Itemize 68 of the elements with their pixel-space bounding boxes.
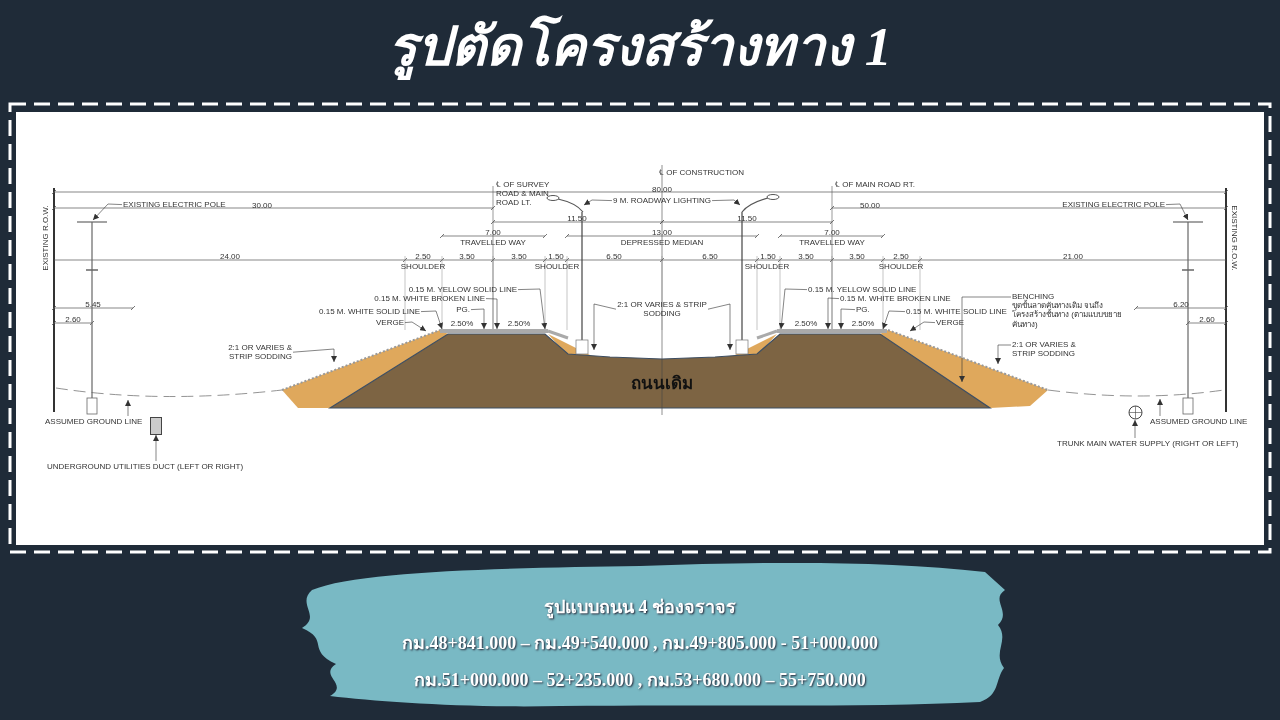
water-pipe-icon [1128,405,1143,420]
dimension-label: 21.00 [1063,252,1083,262]
caption-text: รูปแบบถนน 4 ช่องจราจร [544,596,736,621]
callout-text: EXISTING ELECTRIC POLE [123,200,226,210]
dimension-label: 7.00 [824,228,840,238]
callout-text: ASSUMED GROUND LINE [1150,417,1248,427]
dimension-label: 2.60 [65,315,81,325]
callout-text: 0.15 M. YELLOW SOLID LINE [808,285,917,295]
callout-text: EXISTING ELECTRIC POLE [1062,200,1165,210]
dimension-label: 2.50 [893,252,909,262]
lamp-drawing [546,194,584,212]
callout-text: 0.15 M. WHITE BROKEN LINE [374,294,485,304]
callout-text: VERGE [376,318,404,328]
slope-label: 2.50% [794,319,818,329]
dimension-label: 1.50 [548,252,564,262]
dimension-label: 3.50 [849,252,865,262]
dimension-label: 50.00 [860,201,880,211]
callout-text: VERGE [936,318,964,328]
dimension-label: 6.20 [1173,300,1189,310]
slope-label: 2.50% [450,319,474,329]
annotation-label: TRAVELLED WAY [460,238,526,248]
area-label: ถนนเดิม [631,374,693,394]
callout-text: UNDERGROUND UTILITIES DUCT (LEFT OR RIGHT) [47,462,244,472]
duct-icon [150,417,162,435]
caption-text: กม.48+841.000 – กม.49+540.000 , กม.49+805.000 - 51+000.000 [402,632,878,655]
dimension-label: 24.00 [220,252,240,262]
annotation-label: SHOULDER [400,262,446,272]
callout-text: 0.15 M. WHITE SOLID LINE [319,307,420,317]
callout-text: 0.15 M. WHITE BROKEN LINE [840,294,951,304]
slope-label: 2.50% [507,319,531,329]
dimension-label: 30.00 [252,201,272,211]
dimension-label: 2.60 [1199,315,1215,325]
dimension-label: 80.00 [652,185,672,195]
annotation-label: TRAVELLED WAY [799,238,865,248]
annotation-label: SHOULDER [744,262,790,272]
callout-text: 2:1 OR VARIES & STRIP SODDING [617,300,707,319]
annotation-label: ℄ OF SURVEY ROAD & MAIN ROAD LT. [496,180,551,208]
dimension-label: 2.50 [415,252,431,262]
annotation-label: ℄ OF CONSTRUCTION [659,168,744,178]
callout-text: ASSUMED GROUND LINE [45,417,143,427]
road-surface [440,329,548,333]
dimension-label: 3.50 [511,252,527,262]
annotation-label: DEPRESSED MEDIAN [620,238,704,248]
dimension-label: 5.45 [85,300,101,310]
annotation-label: ℄ OF MAIN ROAD RT. [835,180,915,190]
dimension-label: 1.50 [760,252,776,262]
dimension-label: 7.00 [485,228,501,238]
callout-text: 0.15 M. WHITE SOLID LINE [906,307,1007,317]
callout-text: 9 M. ROADWAY LIGHTING [612,196,712,206]
annotation-label: SHOULDER [534,262,580,272]
callout-text: 0.15 M. YELLOW SOLID LINE [408,285,517,295]
dimension-label: 6.50 [702,252,718,262]
annotation-label: EXISTING R.O.W. [1229,205,1239,271]
caption-text: กม.51+000.000 – 52+235.000 , กม.53+680.000 – 55+750.000 [414,669,866,692]
callout-text: PG. [456,305,470,315]
dimension-label: 13.00 [652,228,672,238]
dimension-label: 3.50 [798,252,814,262]
callout-text: 2:1 OR VARIES & STRIP SODDING [227,343,292,362]
slope-label: 2.50% [851,319,875,329]
road-surface [777,329,887,333]
annotation-label: EXISTING R.O.W. [41,205,51,271]
dimension-label: 6.50 [606,252,622,262]
callout-text: TRUNK MAIN WATER SUPPLY (RIGHT OR LEFT) [1057,439,1239,449]
dimension-label: 3.50 [459,252,475,262]
annotation-label: SHOULDER [878,262,924,272]
lamp-drawing [740,193,780,212]
callout-text: 2:1 OR VARIES & STRIP SODDING [1012,340,1077,359]
callout-text: PG. [856,305,870,315]
